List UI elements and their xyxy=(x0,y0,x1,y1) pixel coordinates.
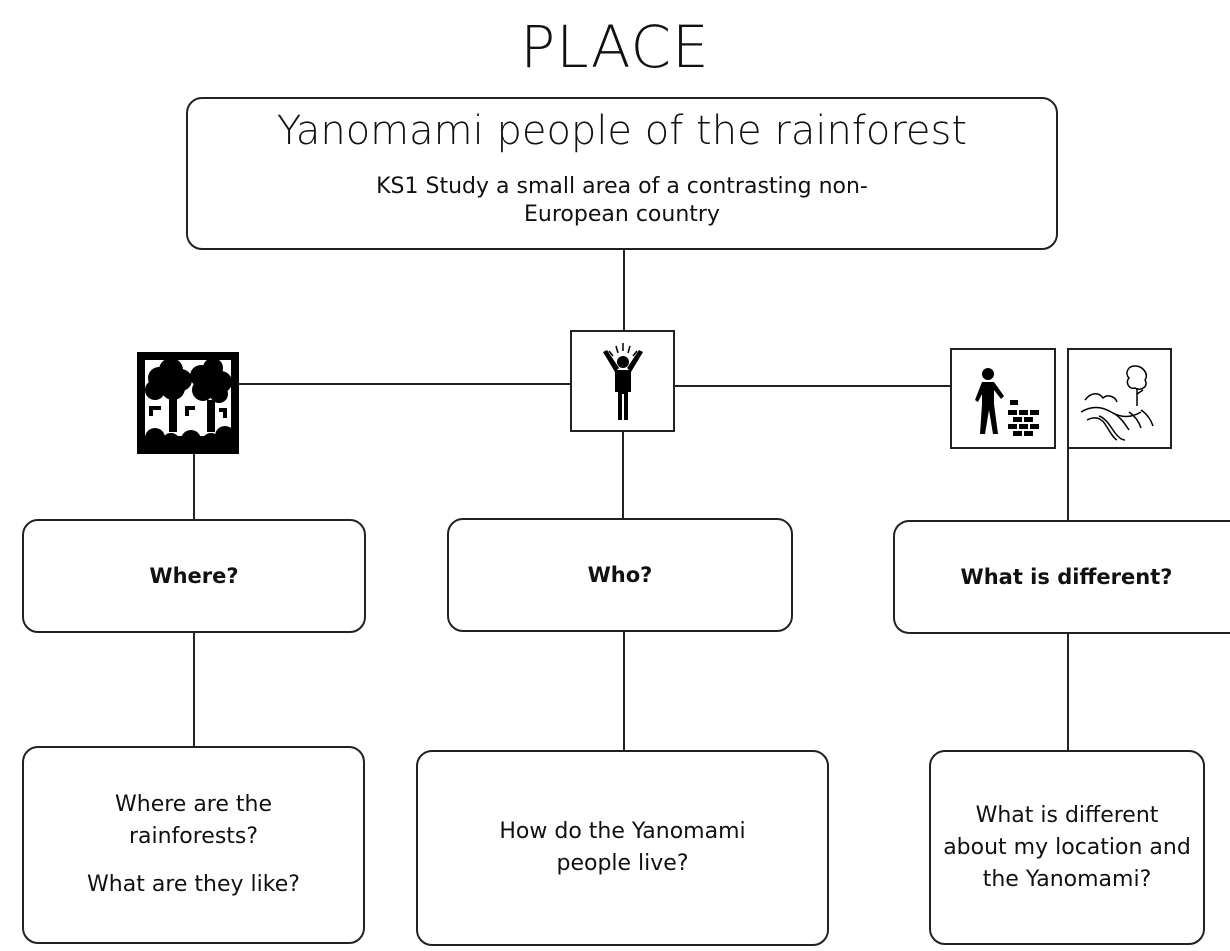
topic-title: Yanomami people of the rainforest xyxy=(276,108,968,154)
who-detail-text: How do the Yanomami people live? xyxy=(499,819,746,876)
what-is-different-detail-text: What is different about my location and … xyxy=(943,802,1191,892)
person-arms-raised-icon xyxy=(570,330,675,432)
where-detail-line-2: What are they like? xyxy=(87,872,300,897)
builder-brick-wall-icon xyxy=(950,348,1056,449)
who-detail-box: How do the Yanomami people live? xyxy=(416,750,829,946)
where-detail-line-1: Where are the rainforests? xyxy=(115,792,272,849)
diagram-heading: PLACE xyxy=(520,13,710,81)
who-box: Who? xyxy=(447,518,793,632)
where-detail-box: Where are the rainforests? What are they… xyxy=(22,746,365,944)
what-is-different-detail-box: What is different about my location and … xyxy=(929,750,1205,945)
what-is-different-box: What is different? xyxy=(893,520,1230,634)
topic-box: Yanomami people of the rainforest KS1 St… xyxy=(186,97,1058,250)
rainforest-icon xyxy=(137,352,239,454)
what-is-different-question: What is different? xyxy=(960,565,1173,589)
where-question: Where? xyxy=(149,564,239,588)
landscape-river-tree-icon xyxy=(1067,348,1172,449)
where-box: Where? xyxy=(22,519,366,633)
who-question: Who? xyxy=(587,563,653,587)
topic-subtitle: KS1 Study a small area of a contrasting … xyxy=(376,174,868,227)
